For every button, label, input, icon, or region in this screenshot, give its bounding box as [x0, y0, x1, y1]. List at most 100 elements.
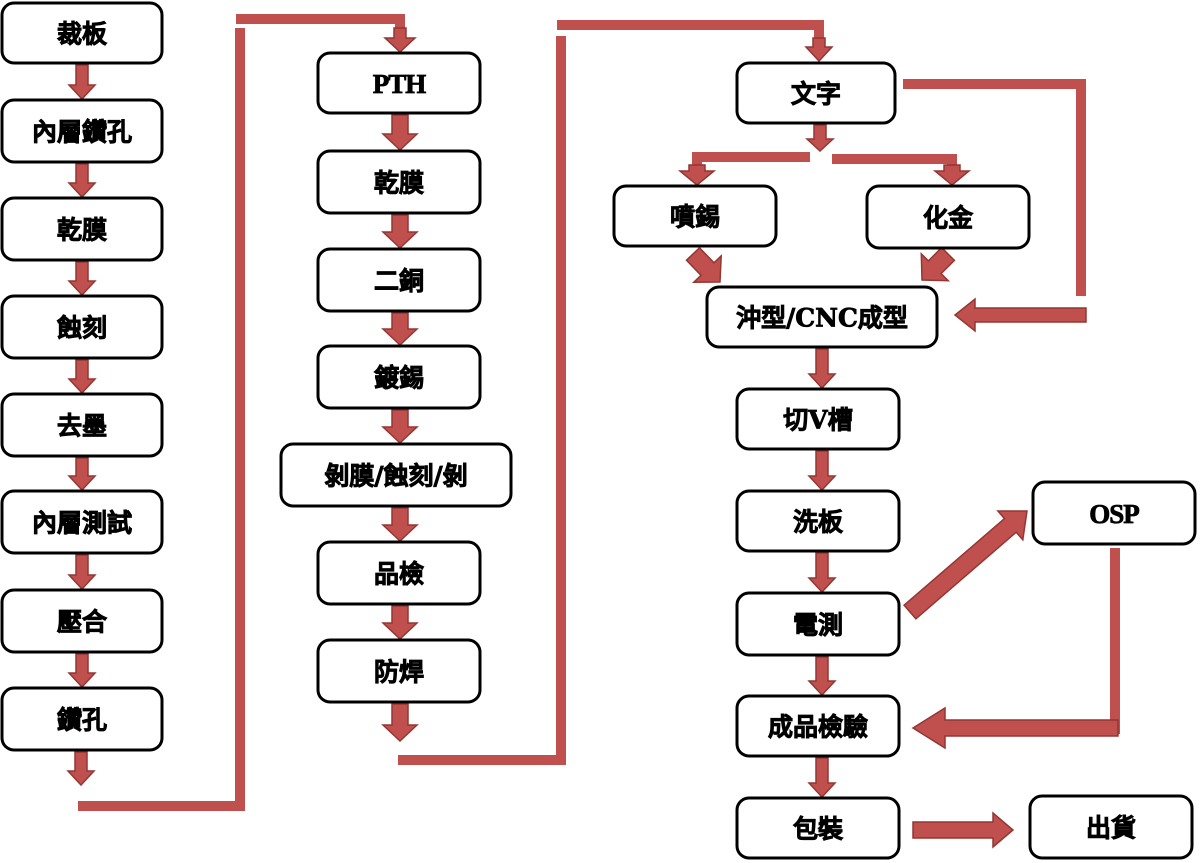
node-solder-mask: 防焊 — [316, 638, 482, 704]
node-board-wash: 洗板 — [735, 489, 901, 553]
connector-line — [832, 154, 957, 172]
node-label: 切V槽 — [783, 406, 852, 435]
node-box — [735, 387, 901, 451]
arrow-down-icon — [381, 214, 419, 250]
arrow-down-icon — [381, 114, 419, 152]
arrow-down-icon — [381, 312, 419, 347]
node-box — [735, 489, 901, 553]
node-shipping: 出貨 — [1028, 794, 1194, 860]
node-strip-etch-strip: 剝膜/蝕刻/剝 — [279, 442, 513, 508]
node-final-inspection: 成品檢驗 — [735, 694, 901, 758]
node-e-test: 電測 — [735, 591, 901, 657]
connector-line — [236, 14, 405, 36]
node-label: PTH — [373, 69, 427, 99]
node-label: OSP — [1089, 499, 1139, 529]
arrow-diagonal-icon — [920, 246, 956, 282]
arrow-down-icon — [66, 751, 96, 787]
node-box — [0, 489, 164, 555]
arrow-diagonal-icon — [903, 510, 1028, 620]
connectors — [78, 14, 1120, 811]
node-box — [0, 294, 164, 360]
node-label: 蝕刻 — [57, 314, 107, 343]
node-label: 化金 — [923, 204, 974, 233]
node-osp: OSP — [1031, 480, 1197, 546]
node-copper-2: 二銅 — [316, 247, 482, 313]
connector-line — [398, 36, 566, 765]
node-box — [316, 540, 482, 606]
node-box — [1028, 794, 1194, 860]
node-packing: 包裝 — [735, 796, 901, 860]
node-label: 去墨 — [57, 412, 107, 441]
arrow-down-icon — [67, 554, 97, 591]
node-inner-drill: 內層鑽孔 — [0, 98, 164, 164]
arrow-down-icon — [381, 409, 419, 445]
node-box — [612, 184, 778, 248]
node-label: 裁板 — [57, 20, 107, 49]
node-box — [735, 694, 901, 758]
arrow-down-icon — [383, 27, 417, 54]
node-label: 品檢 — [374, 560, 424, 589]
node-box — [735, 796, 901, 860]
node-silkscreen: 文字 — [735, 61, 897, 125]
node-label: 電測 — [793, 611, 843, 640]
node-label: 出貨 — [1086, 814, 1136, 843]
node-label: 壓合 — [57, 608, 108, 637]
arrow-down-icon — [807, 656, 837, 697]
connector-line — [903, 79, 1086, 296]
node-box — [316, 344, 482, 410]
node-label: 噴錫 — [670, 203, 720, 232]
connector-line — [945, 548, 1120, 734]
node-lamination: 壓合 — [0, 588, 164, 654]
node-tin-plating: 鍍錫 — [316, 344, 482, 410]
node-box — [0, 392, 164, 458]
arrow-down-icon — [807, 757, 837, 799]
arrow-down-icon — [805, 124, 835, 153]
node-box — [0, 588, 164, 654]
arrow-diagonal-icon — [685, 246, 723, 283]
node-label: 文字 — [791, 80, 841, 109]
node-label: 乾膜 — [374, 169, 424, 198]
node-hasl: 噴錫 — [612, 184, 778, 248]
node-label: 防焊 — [374, 658, 424, 687]
arrows — [66, 27, 1119, 849]
node-box — [735, 61, 897, 125]
node-box — [316, 638, 482, 704]
node-label: 內層鑽孔 — [32, 118, 132, 147]
node-quality-check: 品檢 — [316, 540, 482, 606]
node-inner-test: 內層測試 — [0, 489, 164, 555]
node-label: 內層測試 — [32, 509, 132, 538]
node-label: 鍍錫 — [373, 364, 424, 393]
node-cut-board: 裁板 — [0, 1, 164, 65]
node-box — [735, 591, 901, 657]
node-strip-ink: 去墨 — [0, 392, 164, 458]
arrow-down-icon — [807, 552, 837, 594]
node-label: 鑽孔 — [57, 706, 107, 735]
node-box — [705, 285, 939, 349]
node-box — [316, 149, 482, 215]
arrow-down-icon — [67, 653, 97, 689]
node-dry-film-1: 乾膜 — [0, 196, 164, 262]
node-box — [316, 247, 482, 313]
node-label: 包裝 — [793, 815, 844, 844]
arrow-down-icon — [381, 507, 419, 543]
arrow-down-icon — [807, 450, 837, 492]
node-box — [279, 442, 513, 508]
node-routing: 沖型/CNC成型 — [705, 285, 939, 349]
arrow-down-icon — [807, 348, 837, 390]
arrow-down-icon — [67, 64, 97, 101]
arrow-down-icon — [677, 164, 717, 186]
node-drill: 鑽孔 — [0, 686, 164, 752]
arrow-down-icon — [381, 703, 419, 743]
arrow-left-icon — [911, 706, 1119, 750]
connector-line — [557, 20, 824, 46]
node-pth: PTH — [316, 51, 482, 115]
node-box — [0, 196, 164, 262]
node-box — [1031, 480, 1197, 546]
node-box — [316, 51, 482, 115]
node-label: 沖型/CNC成型 — [736, 304, 908, 333]
arrow-right-icon — [912, 811, 1015, 849]
connector-line — [78, 28, 245, 811]
arrow-down-icon — [932, 164, 972, 186]
arrow-down-icon — [381, 605, 419, 641]
